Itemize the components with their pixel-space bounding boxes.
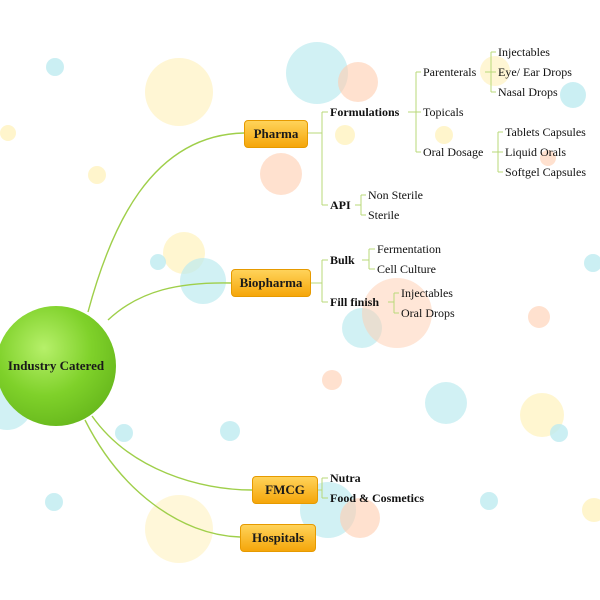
node-api: API	[330, 198, 351, 212]
category-fmcg[interactable]: FMCG	[252, 476, 318, 504]
root-label: Industry Catered	[7, 358, 105, 373]
bubble-decoration	[286, 42, 348, 104]
leaf-nutra: Nutra	[330, 471, 361, 485]
leaf-non-sterile: Non Sterile	[368, 188, 423, 202]
bubble-decoration	[480, 56, 510, 86]
leaf-food-cosmetics: Food & Cosmetics	[330, 491, 424, 505]
category-label: Pharma	[253, 126, 299, 141]
bubble-decoration	[584, 254, 600, 272]
node-fill-finish: Fill finish	[330, 295, 380, 309]
bubble-decoration	[540, 150, 556, 166]
category-hospitals[interactable]: Hospitals	[240, 524, 316, 552]
leaf-eye-ear-drops: Eye/ Ear Drops	[498, 65, 572, 79]
leaf-fermentation: Fermentation	[377, 242, 441, 256]
bubble-decoration	[0, 125, 16, 141]
bubble-decoration	[582, 498, 600, 522]
bubble-decoration	[560, 82, 586, 108]
bubble-decoration	[46, 58, 64, 76]
category-label: Hospitals	[251, 530, 304, 545]
node-bulk: Bulk	[330, 253, 355, 267]
leaf-injectables: Injectables	[498, 45, 550, 59]
root-node: Industry Catered	[0, 306, 116, 426]
bubble-decoration	[260, 153, 302, 195]
node-formulations: Formulations	[330, 105, 400, 119]
leaf-injectables: Injectables	[401, 286, 453, 300]
node-topicals: Topicals	[423, 105, 464, 119]
bubble-decoration	[338, 62, 378, 102]
bubble-decoration	[335, 125, 355, 145]
bubble-decoration	[150, 254, 166, 270]
node-parenterals: Parenterals	[423, 65, 477, 79]
leaf-softgel-capsules: Softgel Capsules	[505, 165, 586, 179]
bubble-decoration	[550, 424, 568, 442]
bubble-decoration	[115, 424, 133, 442]
category-pharma[interactable]: Pharma	[244, 120, 308, 148]
bubble-decoration	[88, 166, 106, 184]
category-label: Biopharma	[239, 275, 303, 290]
leaf-tablets-capsules: Tablets Capsules	[505, 125, 586, 139]
leaf-nasal-drops: Nasal Drops	[498, 85, 558, 99]
bubble-decoration	[528, 306, 550, 328]
bubble-decoration	[340, 498, 380, 538]
bubble-decoration	[45, 493, 63, 511]
bubble-decoration	[180, 258, 226, 304]
leaf-liquid-orals: Liquid Orals	[505, 145, 566, 159]
bubble-decoration	[220, 421, 240, 441]
node-oral-dosage: Oral Dosage	[423, 145, 484, 159]
bubble-decoration	[322, 370, 342, 390]
category-label: FMCG	[265, 482, 305, 497]
category-biopharma[interactable]: Biopharma	[231, 269, 311, 297]
leaf-cell-culture: Cell Culture	[377, 262, 436, 276]
leaf-oral-drops: Oral Drops	[401, 306, 455, 320]
leaf-sterile: Sterile	[368, 208, 400, 222]
bubble-decoration	[480, 492, 498, 510]
bubble-decoration	[435, 126, 453, 144]
bubble-decoration	[145, 58, 213, 126]
bubble-decoration	[425, 382, 467, 424]
